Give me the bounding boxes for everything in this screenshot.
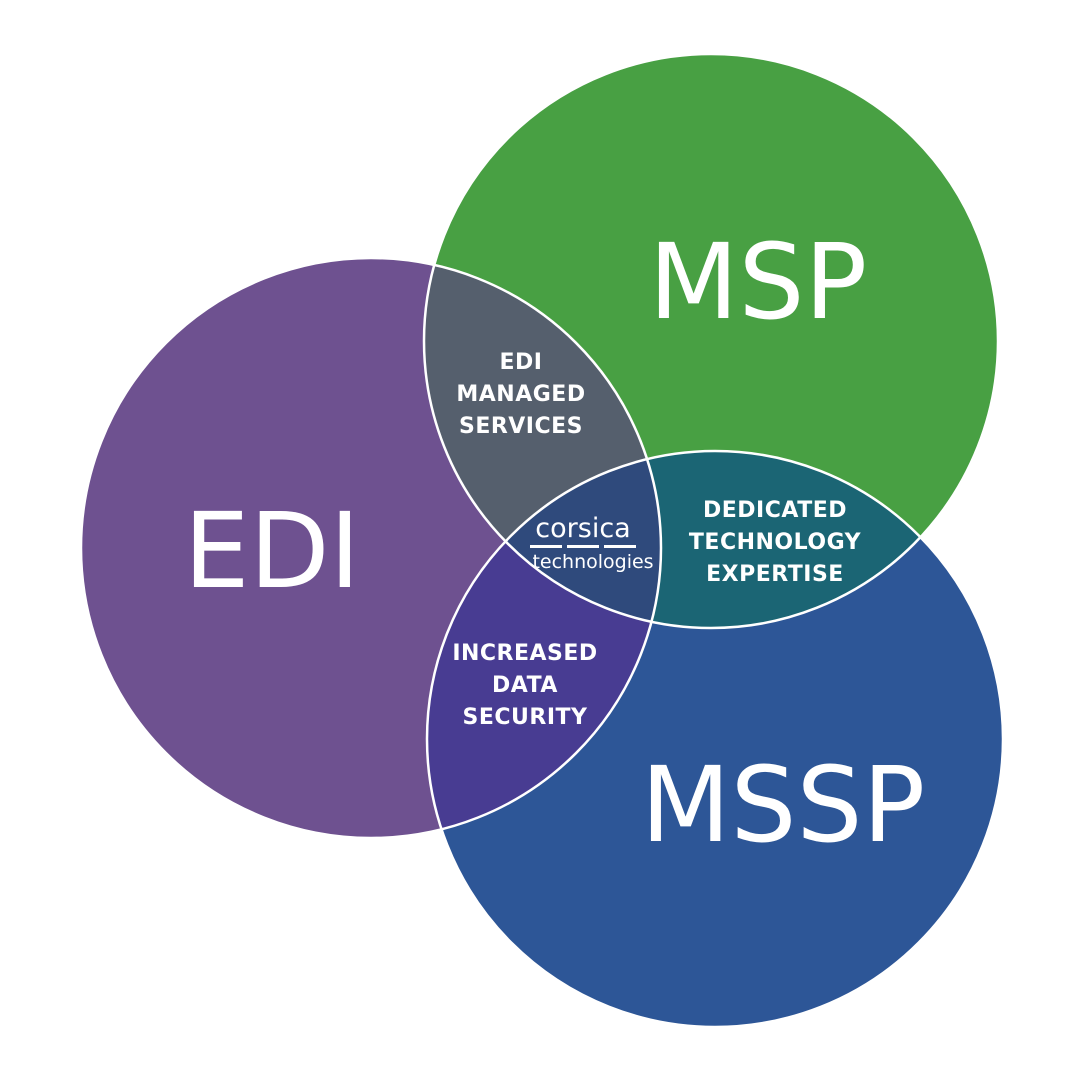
mssp-set-label: MSSP bbox=[641, 744, 925, 866]
edi-msp-label: EDI MANAGED SERVICES bbox=[456, 350, 585, 439]
msp-mssp-label-line-1: DEDICATED bbox=[703, 498, 847, 523]
logo-underline-segment bbox=[604, 545, 636, 548]
edi-mssp-overlap bbox=[427, 451, 661, 838]
msp-mssp-label: DEDICATED TECHNOLOGY EXPERTISE bbox=[689, 498, 862, 587]
edi-mssp-label-line-2: DATA bbox=[492, 673, 558, 698]
logo-wordmark: corsica bbox=[535, 513, 630, 544]
logo-tagline: technologies bbox=[532, 551, 653, 573]
edi-msp-label-line-1: EDI bbox=[500, 350, 543, 375]
msp-set-label: MSP bbox=[649, 221, 867, 343]
msp-mssp-label-line-2: TECHNOLOGY bbox=[689, 530, 862, 555]
corsica-logo: corsica technologies bbox=[530, 513, 654, 573]
msp-mssp-label-line-3: EXPERTISE bbox=[706, 562, 844, 587]
edi-msp-overlap bbox=[424, 258, 661, 628]
logo-underline-segment bbox=[530, 545, 562, 548]
edi-set-label: EDI bbox=[184, 490, 360, 612]
edi-mssp-label-line-1: INCREASED bbox=[452, 641, 597, 666]
edi-msp-label-line-2: MANAGED bbox=[456, 382, 585, 407]
edi-mssp-label: INCREASED DATA SECURITY bbox=[452, 641, 597, 730]
logo-underline-segment bbox=[567, 545, 599, 548]
circle-outlines bbox=[79, 52, 1005, 1029]
edi-msp-label-line-3: SERVICES bbox=[459, 414, 583, 439]
edi-mssp-label-line-3: SECURITY bbox=[463, 705, 589, 730]
